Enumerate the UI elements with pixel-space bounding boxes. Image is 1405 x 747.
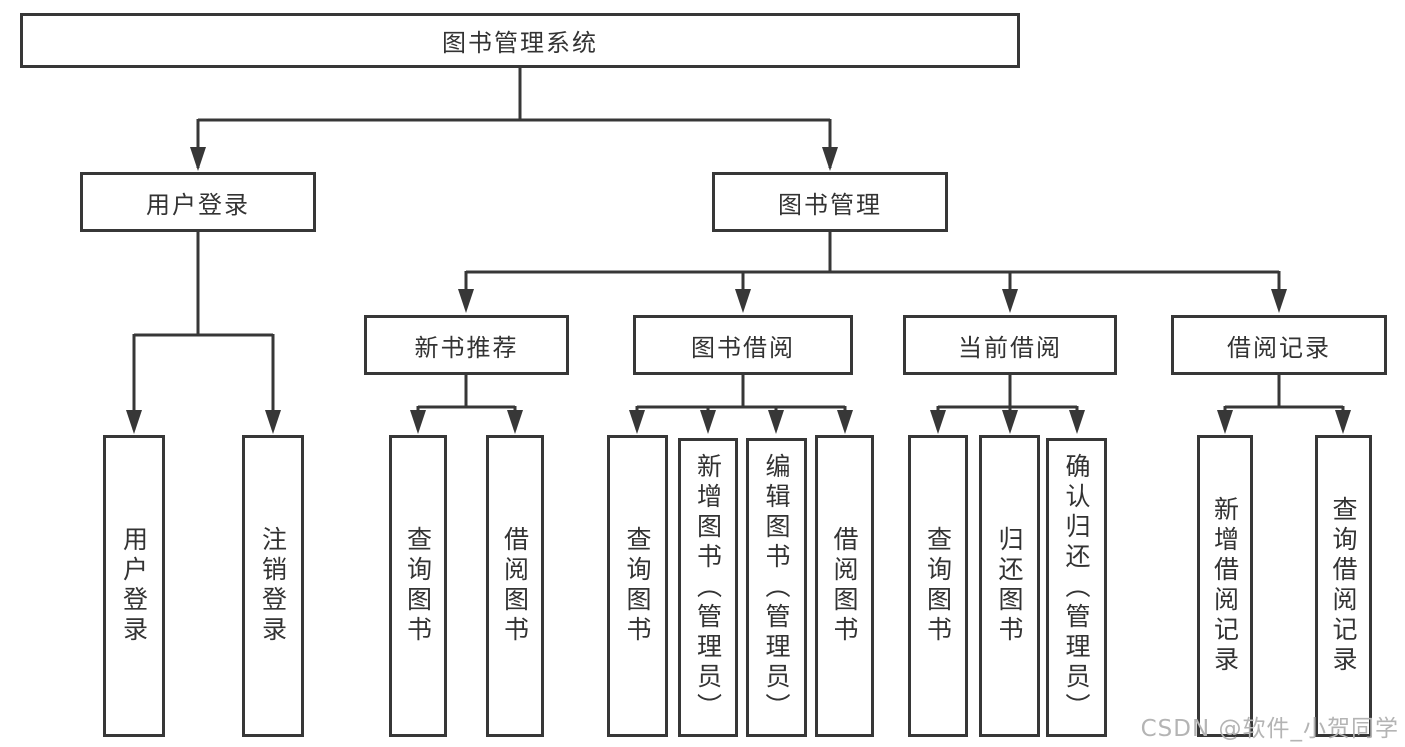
leaf-newbook-query-books: 查询图书 xyxy=(389,435,447,737)
node-borrow-records: 借阅记录 xyxy=(1171,315,1387,375)
node-current-borrow-label: 当前借阅 xyxy=(958,333,1062,362)
leaf-borrow-edit-books-admin: 编辑图书（管理员） xyxy=(746,438,807,737)
leaf-records-query-record: 查询借阅记录 xyxy=(1315,435,1372,737)
leaf-current-return-books: 归还图书 xyxy=(979,435,1040,737)
leaf-current-confirm-return-admin: 确认归还（管理员） xyxy=(1046,438,1107,737)
leaf-current-confirm-return-admin-label: 确认归还（管理员） xyxy=(1062,452,1091,723)
arrowheads xyxy=(126,147,1351,434)
leaf-logout: 注销登录 xyxy=(242,435,304,737)
watermark: CSDN @软件_小贺同学 xyxy=(1140,716,1399,742)
leaf-borrow-query-books-label: 查询图书 xyxy=(623,526,652,646)
node-current-borrow: 当前借阅 xyxy=(903,315,1117,375)
node-user-login: 用户登录 xyxy=(80,172,316,232)
node-new-book-recommend-label: 新书推荐 xyxy=(414,333,519,362)
leaf-records-add-record-label: 新增借阅记录 xyxy=(1210,496,1240,676)
leaf-borrow-borrow-books-label: 借阅图书 xyxy=(830,526,859,646)
edge-bookmgmt-to-level3 xyxy=(464,232,1281,308)
leaf-newbook-query-books-label: 查询图书 xyxy=(403,526,433,646)
leaf-records-add-record: 新增借阅记录 xyxy=(1197,435,1253,737)
edge-records-to-leaves xyxy=(1223,375,1345,430)
leaf-borrow-borrow-books: 借阅图书 xyxy=(815,435,874,737)
leaf-current-return-books-label: 归还图书 xyxy=(995,526,1024,646)
node-book-borrow-label: 图书借阅 xyxy=(691,333,795,362)
leaf-borrow-edit-books-admin-label: 编辑图书（管理员） xyxy=(762,452,791,723)
edge-bookborrow-to-leaves xyxy=(635,375,847,430)
leaf-newbook-borrow-books-label: 借阅图书 xyxy=(500,526,530,646)
node-book-management: 图书管理 xyxy=(712,172,948,232)
node-book-borrow: 图书借阅 xyxy=(633,315,853,375)
leaf-logout-label: 注销登录 xyxy=(258,526,288,646)
node-root: 图书管理系统 xyxy=(20,13,1020,68)
leaf-borrow-add-books-admin-label: 新增图书（管理员） xyxy=(693,452,723,723)
edge-root-to-level2 xyxy=(196,68,832,168)
node-user-login-label: 用户登录 xyxy=(146,190,250,219)
leaf-newbook-borrow-books: 借阅图书 xyxy=(486,435,544,737)
leaf-current-query-books: 查询图书 xyxy=(908,435,968,737)
node-new-book-recommend: 新书推荐 xyxy=(364,315,569,375)
node-book-management-label: 图书管理 xyxy=(778,190,882,219)
leaf-current-query-books-label: 查询图书 xyxy=(923,526,953,646)
leaf-user-login-label: 用户登录 xyxy=(119,526,149,646)
edge-newbook-to-leaves xyxy=(416,375,517,430)
leaf-records-query-record-label: 查询借阅记录 xyxy=(1329,496,1358,676)
node-borrow-records-label: 借阅记录 xyxy=(1227,333,1331,362)
leaf-user-login: 用户登录 xyxy=(103,435,165,737)
leaf-borrow-query-books: 查询图书 xyxy=(607,435,668,737)
node-root-label: 图书管理系统 xyxy=(442,29,598,57)
edge-userlogin-to-leaves xyxy=(132,232,275,430)
leaf-borrow-add-books-admin: 新增图书（管理员） xyxy=(678,438,738,737)
